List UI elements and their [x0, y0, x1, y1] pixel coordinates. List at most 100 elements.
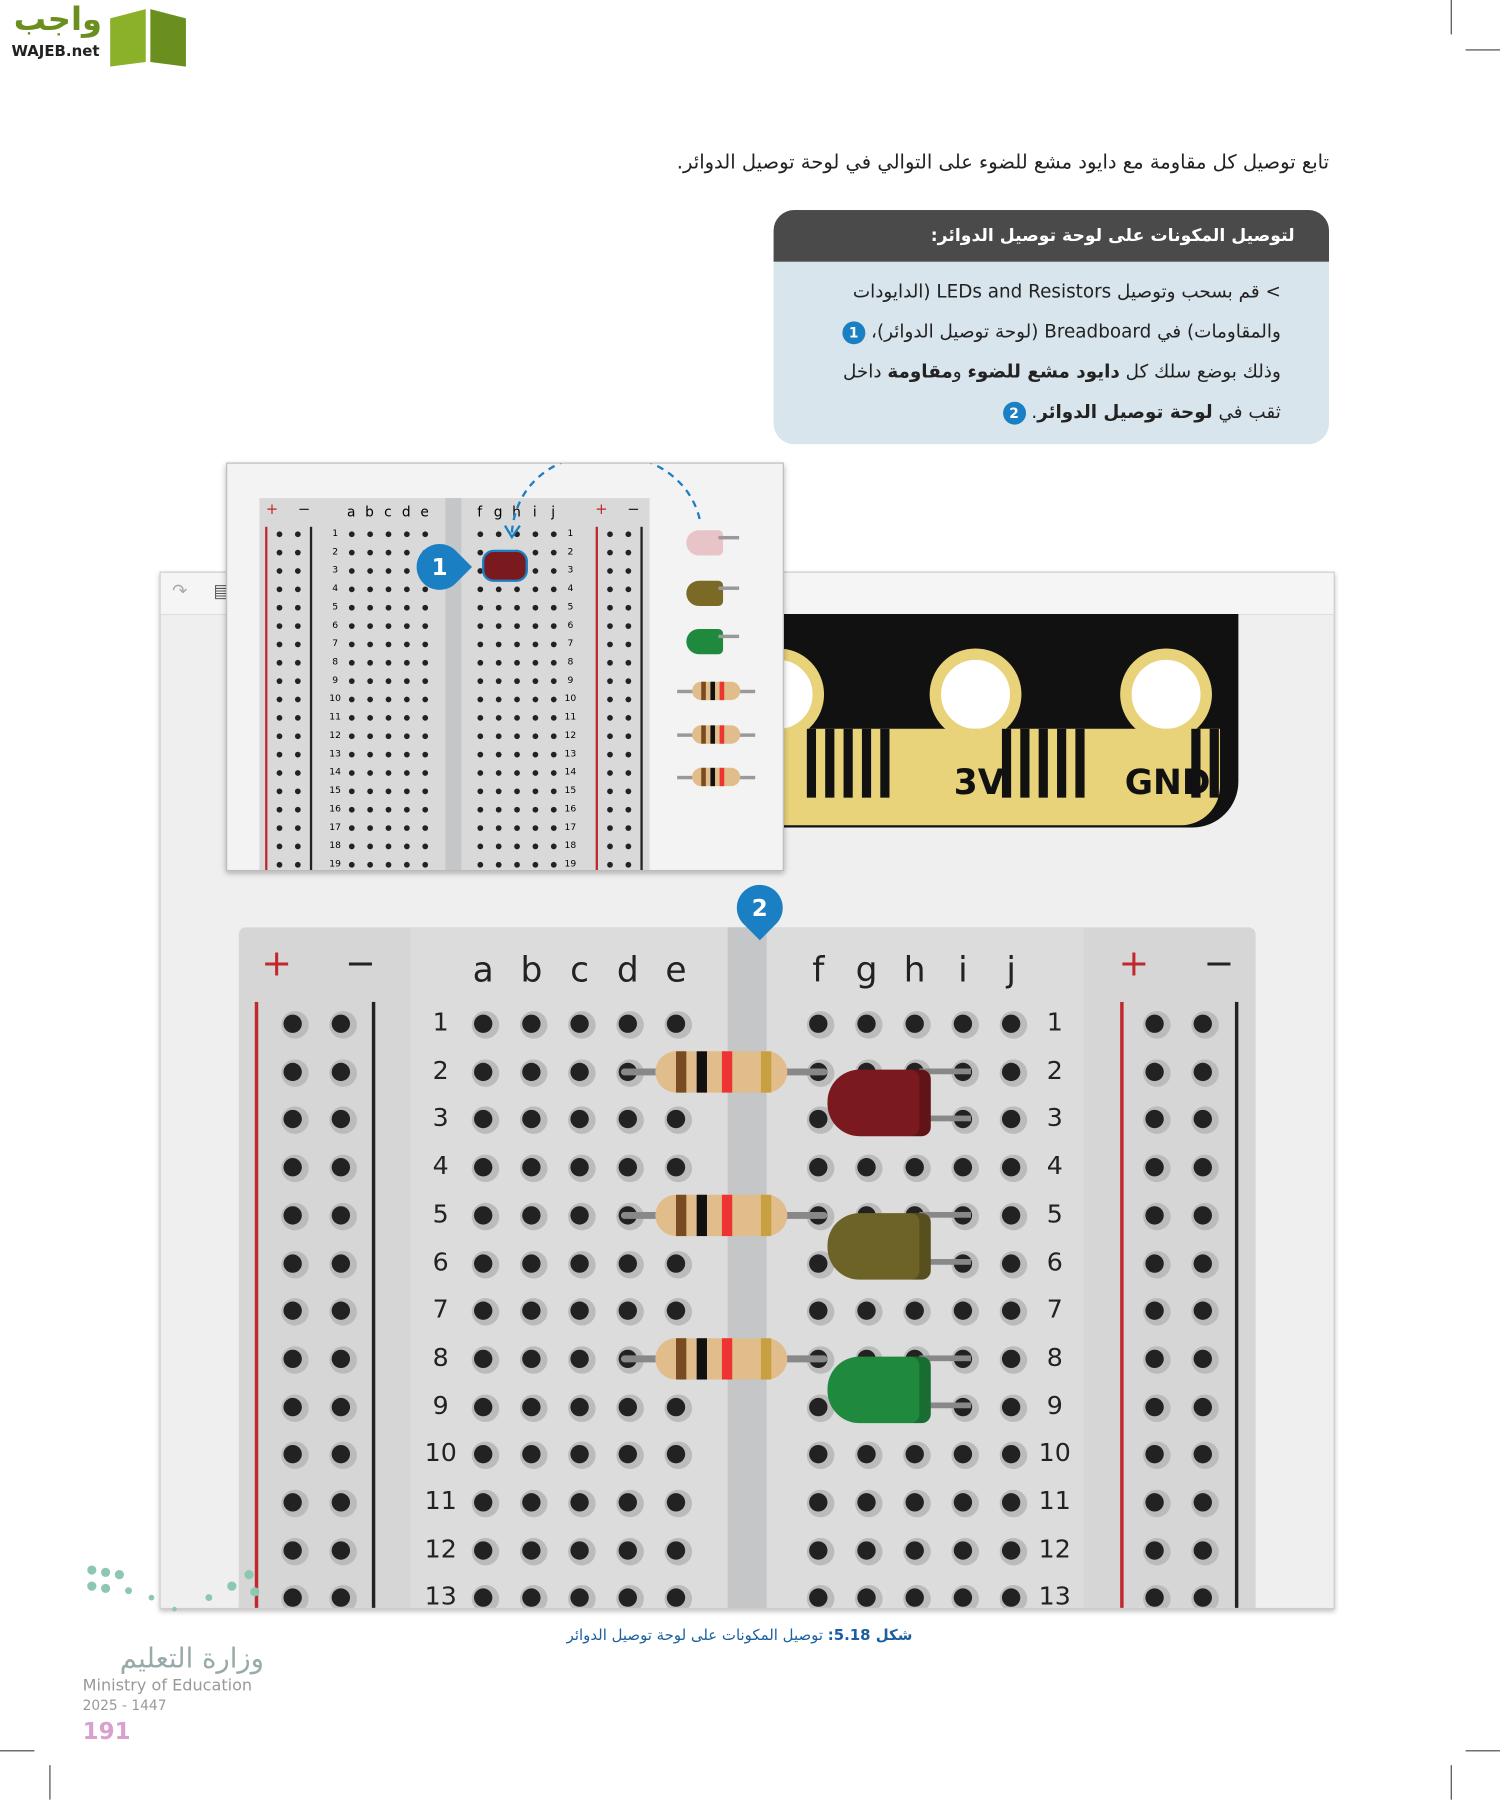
- hole: [1193, 1014, 1212, 1033]
- hole: [532, 641, 539, 648]
- hole: [474, 1588, 493, 1608]
- rail-symbol: +: [265, 501, 279, 519]
- pcb-gap: [825, 728, 835, 798]
- resistor-band: [675, 1338, 687, 1380]
- hole: [532, 549, 539, 556]
- hole: [474, 1253, 493, 1273]
- hole: [607, 715, 613, 721]
- row-label: 16: [329, 803, 341, 814]
- hole: [403, 806, 410, 813]
- resistor-band: [696, 1338, 707, 1380]
- row-label: 13: [1038, 1583, 1071, 1610]
- column-label: d: [401, 503, 411, 520]
- resistor-band: [721, 1050, 733, 1093]
- redo-icon[interactable]: ↷: [172, 579, 188, 602]
- hole: [403, 788, 410, 795]
- hole: [348, 586, 355, 593]
- hole: [666, 1301, 686, 1321]
- hole: [367, 770, 374, 776]
- hole: [607, 586, 613, 593]
- hole: [532, 770, 539, 776]
- rail-line-plus: [254, 1001, 259, 1608]
- hole: [331, 1588, 351, 1608]
- hole: [348, 623, 355, 629]
- hole: [422, 678, 429, 685]
- hole: [522, 1301, 541, 1321]
- hole: [607, 623, 613, 629]
- hole: [1193, 1397, 1212, 1416]
- hole: [625, 843, 632, 850]
- hole: [1001, 1349, 1021, 1368]
- hole: [1193, 1205, 1212, 1225]
- hole: [809, 1397, 828, 1416]
- hole: [331, 1493, 351, 1512]
- resistor-band: [760, 1338, 772, 1380]
- row-label: 3: [332, 564, 339, 575]
- hole: [809, 1445, 828, 1464]
- hole: [607, 751, 613, 758]
- resistor: [655, 1338, 788, 1380]
- hole: [422, 623, 429, 629]
- hole: [514, 751, 520, 758]
- hole: [1001, 1445, 1021, 1464]
- palette-led-lead: [718, 535, 740, 540]
- hole: [422, 733, 429, 740]
- row-label: 12: [564, 729, 577, 741]
- hole: [294, 586, 301, 593]
- hole: [403, 641, 410, 648]
- pcb-gap: [861, 728, 872, 798]
- hole: [905, 1014, 924, 1033]
- hole: [348, 806, 355, 813]
- hole: [618, 1397, 637, 1416]
- hole: [625, 568, 632, 574]
- pcb-gap: [806, 728, 817, 798]
- row-label: 11: [1038, 1487, 1071, 1517]
- hole: [514, 733, 520, 740]
- resistor: [655, 1050, 788, 1093]
- hole: [348, 531, 355, 538]
- hole: [522, 1253, 541, 1273]
- hole: [625, 586, 632, 593]
- hole: [522, 1445, 541, 1464]
- hole: [348, 641, 355, 648]
- hole: [857, 1445, 876, 1464]
- resistor-band: [675, 1194, 687, 1236]
- instructions-title: لتوصيل المكونات على لوحة توصيل الدوائر:: [773, 210, 1330, 262]
- hole: [276, 659, 283, 666]
- hole: [550, 770, 557, 776]
- rail-symbol: −: [297, 501, 311, 519]
- rail-line: [265, 526, 268, 870]
- pcb-gap: [1001, 728, 1012, 798]
- hole: [385, 604, 392, 611]
- pad-gnd: [1120, 648, 1212, 741]
- hole: [618, 1541, 637, 1560]
- row-label: 1: [567, 527, 574, 539]
- hole: [294, 568, 301, 574]
- hole: [294, 806, 301, 813]
- hole: [1145, 1062, 1164, 1081]
- resistor-band: [719, 681, 725, 701]
- hole: [276, 549, 283, 556]
- hole: [625, 641, 632, 648]
- hole: [331, 1158, 351, 1177]
- hole: [1193, 1062, 1212, 1081]
- hole: [422, 861, 429, 868]
- row-label: 5: [1046, 1200, 1063, 1229]
- column-label: f: [812, 950, 825, 991]
- row-label: 9: [567, 674, 574, 686]
- hole: [403, 770, 410, 776]
- row-label: 15: [329, 785, 341, 796]
- hole: [495, 604, 502, 611]
- hole: [385, 586, 392, 593]
- hole: [294, 678, 301, 685]
- row-label: 6: [432, 1248, 449, 1277]
- hole: [477, 715, 484, 721]
- row-label: 2: [432, 1056, 449, 1086]
- row-label: 10: [329, 693, 341, 704]
- row-label: 18: [329, 840, 341, 851]
- hole: [1193, 1493, 1212, 1512]
- hole: [1145, 1493, 1164, 1512]
- hole: [283, 1397, 302, 1416]
- hole: [514, 659, 520, 666]
- hole: [532, 604, 539, 611]
